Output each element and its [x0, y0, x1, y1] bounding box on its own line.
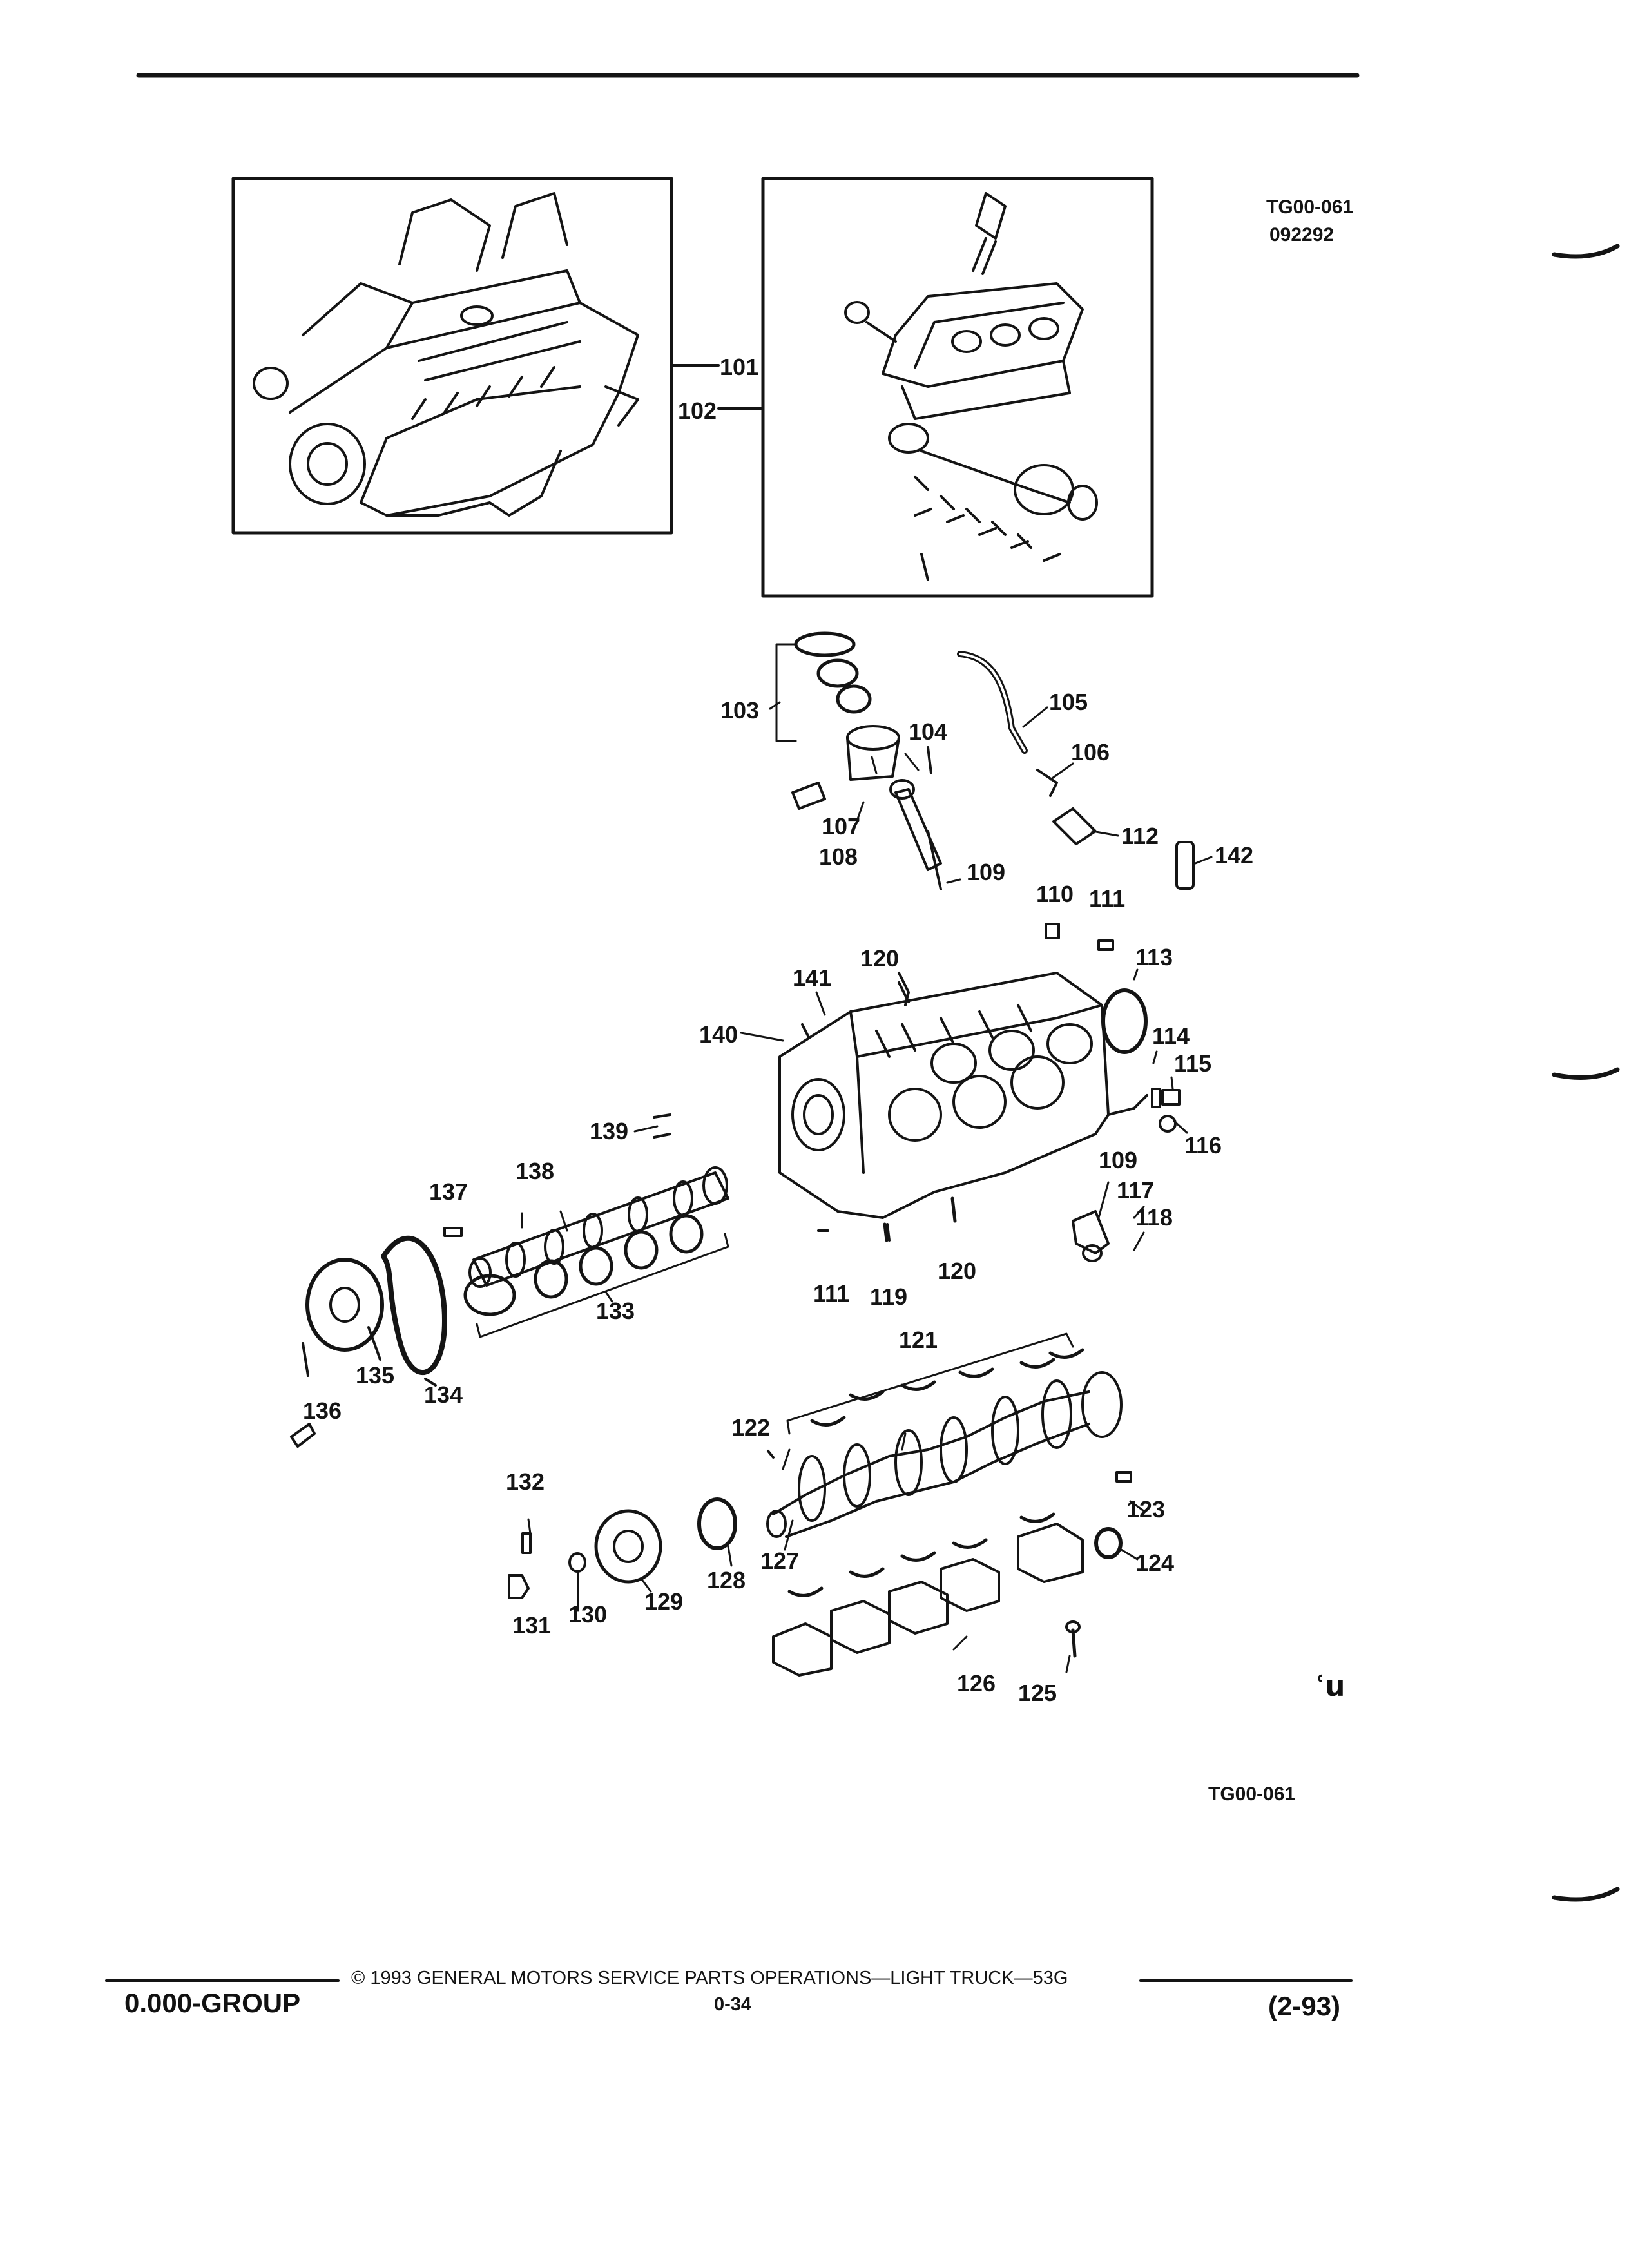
- callout-102: 102: [678, 398, 717, 424]
- engine-block-drawing: [778, 972, 1148, 1219]
- callout-132: 132: [506, 1468, 545, 1495]
- dowel-114: [1151, 1088, 1161, 1108]
- callout-109-lower: 109: [1099, 1147, 1138, 1173]
- timing-chain: [381, 1235, 447, 1376]
- callout-137: 137: [429, 1178, 468, 1205]
- bolt-136: [290, 1423, 316, 1448]
- short-block-frame: [761, 177, 1154, 598]
- figure-code: TG00-061: [1266, 197, 1354, 218]
- binder-mark-1: [1552, 244, 1620, 259]
- seal-124: [1094, 1527, 1123, 1559]
- key-132: [521, 1532, 532, 1554]
- dowel-111: [1097, 939, 1114, 951]
- callout-126: 126: [957, 1670, 996, 1696]
- main-bearing-cap: [1072, 1210, 1110, 1254]
- plug-115: [1161, 1089, 1181, 1106]
- harmonic-balancer: [594, 1509, 662, 1584]
- callout-104: 104: [909, 718, 948, 745]
- callout-107: 107: [822, 813, 861, 840]
- footer-page-number: 0-34: [714, 1994, 752, 2015]
- gasket-112: [1052, 807, 1097, 845]
- callout-112: 112: [1121, 823, 1159, 849]
- callout-140: 140: [699, 1021, 738, 1048]
- footer-group: 0.000-GROUP: [124, 1988, 301, 2018]
- cam-bearings: [463, 1214, 704, 1316]
- crankshaft-drawing: [766, 1371, 1123, 1538]
- camshaft-drawing: [468, 1166, 729, 1288]
- engine-assembly-frame: [231, 177, 673, 535]
- leader-lines: [521, 706, 1213, 1673]
- callout-131: 131: [512, 1612, 552, 1639]
- callout-130: 130: [568, 1601, 608, 1628]
- date-code: 092292: [1269, 224, 1335, 245]
- callout-106: 106: [1071, 739, 1110, 765]
- bracket-103: [775, 643, 797, 742]
- bolt-131: [508, 1574, 530, 1599]
- washer-130: [568, 1552, 586, 1573]
- binder-mark-3: [1552, 1887, 1620, 1902]
- callout-142: 142: [1215, 842, 1254, 869]
- pin-123: [1115, 1471, 1132, 1483]
- callout-101: 101: [720, 354, 759, 380]
- callout-128: 128: [707, 1567, 746, 1593]
- callout-120-lower: 120: [938, 1258, 977, 1284]
- callout-120: 120: [860, 945, 900, 972]
- callout-138: 138: [516, 1158, 555, 1184]
- callout-136: 136: [303, 1398, 342, 1424]
- callout-109: 109: [967, 859, 1006, 885]
- callout-134: 134: [424, 1381, 463, 1408]
- callout-111-lower: 111: [813, 1280, 850, 1307]
- callout-114: 114: [1152, 1023, 1190, 1049]
- callout-108: 108: [819, 843, 858, 870]
- callout-135: 135: [356, 1362, 395, 1389]
- plug-116: [1159, 1115, 1177, 1133]
- callout-133: 133: [596, 1298, 635, 1324]
- short-block-drawing: [844, 192, 1098, 581]
- callout-110: 110: [1036, 881, 1074, 907]
- crank-sprocket: [697, 1497, 737, 1550]
- rear-main-seal: [1101, 988, 1148, 1054]
- callout-123: 123: [1126, 1496, 1166, 1523]
- callout-124: 124: [1135, 1550, 1175, 1576]
- footer-copyright: © 1993 GENERAL MOTORS SERVICE PARTS OPER…: [351, 1968, 1068, 1988]
- callout-122: 122: [731, 1414, 771, 1441]
- upper-main-bearings: [810, 1348, 1084, 1427]
- plug-110: [1045, 923, 1060, 939]
- callout-125: 125: [1018, 1680, 1057, 1706]
- valve-lifter: [1175, 841, 1195, 890]
- main-caps: [772, 1523, 1084, 1677]
- callout-118: 118: [1135, 1204, 1173, 1231]
- gm-spo-logo: ʿu: [1315, 1670, 1345, 1703]
- dowel-137: [443, 1227, 463, 1237]
- lower-main-bearings: [787, 1512, 1055, 1597]
- callout-111: 111: [1089, 885, 1126, 912]
- callout-115: 115: [1174, 1050, 1212, 1077]
- callout-113: 113: [1135, 944, 1173, 970]
- callout-139: 139: [590, 1118, 629, 1144]
- callout-117: 117: [1117, 1177, 1155, 1204]
- callout-119: 119: [870, 1283, 908, 1310]
- engine-assembly-drawing: [253, 192, 639, 517]
- callout-121: 121: [899, 1327, 938, 1353]
- callout-103: 103: [720, 697, 760, 724]
- piston-rings: [794, 631, 872, 714]
- footer-revision: (2-93): [1268, 1991, 1341, 2021]
- callout-116: 116: [1184, 1132, 1222, 1158]
- binder-mark-2: [1552, 1067, 1620, 1080]
- callout-141: 141: [793, 965, 832, 991]
- bottom-figure-code: TG00-061: [1208, 1783, 1296, 1805]
- piston-and-rod: [791, 725, 942, 890]
- callout-127: 127: [760, 1548, 800, 1574]
- callout-105: 105: [1049, 689, 1088, 715]
- bracket-133: [476, 1233, 729, 1338]
- cam-sprocket: [305, 1258, 384, 1352]
- callout-129: 129: [644, 1588, 684, 1615]
- leader-103: [769, 701, 781, 710]
